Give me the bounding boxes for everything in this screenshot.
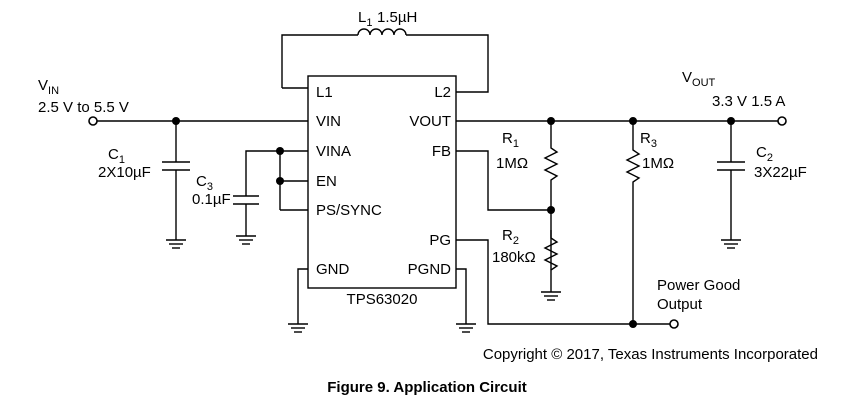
pg-terminal [669,319,679,329]
pin-vin: VIN [316,113,341,130]
r1-ref: R1 [502,130,519,150]
c3-value: 0.1µF [192,191,231,208]
r3-ref: R3 [640,130,657,150]
c2-value: 3X22µF [754,164,807,181]
pin-ps-sync: PS/SYNC [316,202,382,219]
pin-pg: PG [429,232,451,249]
pin-en: EN [316,173,337,190]
pg-output-line1: Power Good [657,277,740,294]
vout-spec: 3.3 V 1.5 A [712,93,785,110]
vin-terminal [88,116,98,126]
figure-caption: Figure 9. Application Circuit [327,379,526,396]
r1-value: 1MΩ [496,155,528,172]
vout-terminal [777,116,787,126]
pin-l2: L2 [434,84,451,101]
vin-range: 2.5 V to 5.5 V [38,99,129,116]
vout-rail: VOUT 3.3 V 1.5 A [456,69,787,126]
power-good-network: R3 1MΩ Power Good Output [456,121,740,329]
vin-rail: VIN 2.5 V to 5.5 V [38,77,308,126]
pin-vina: VINA [316,143,351,160]
ic-grounds [288,268,476,333]
pin-l1: L1 [316,84,333,101]
capacitor-c2: C2 3X22µF [717,121,807,249]
pin-pgnd: PGND [408,261,452,278]
pin-fb: FB [432,143,451,160]
pg-output-line2: Output [657,296,703,313]
capacitor-c1: C1 2X10µF [98,121,190,249]
ic-tps63020: L1 VIN VINA EN PS/SYNC GND L2 VOUT FB PG… [282,75,457,308]
c3-ref: C3 [196,173,213,193]
inductor-l1: L1 1.5µH [281,9,489,93]
vout-label: VOUT [682,69,716,89]
copyright: Copyright © 2017, Texas Instruments Inco… [483,346,818,363]
r3-value: 1MΩ [642,155,674,172]
ic-name: TPS63020 [347,291,418,308]
r2-ref: R2 [502,227,519,247]
pin-gnd: GND [316,261,350,278]
inductor-ref: L1 [358,9,372,29]
r2-value: 180kΩ [492,249,536,266]
vin-label: VIN [38,77,59,97]
c1-ref: C1 [108,146,125,166]
pin-vout: VOUT [409,113,451,130]
c1-value: 2X10µF [98,164,151,181]
inductor-value: 1.5µH [377,9,417,26]
feedback-divider: R1 1MΩ R2 180kΩ [456,121,561,301]
c2-ref: C2 [756,144,773,164]
vina-en-ps-network: C3 0.1µF [192,147,308,245]
